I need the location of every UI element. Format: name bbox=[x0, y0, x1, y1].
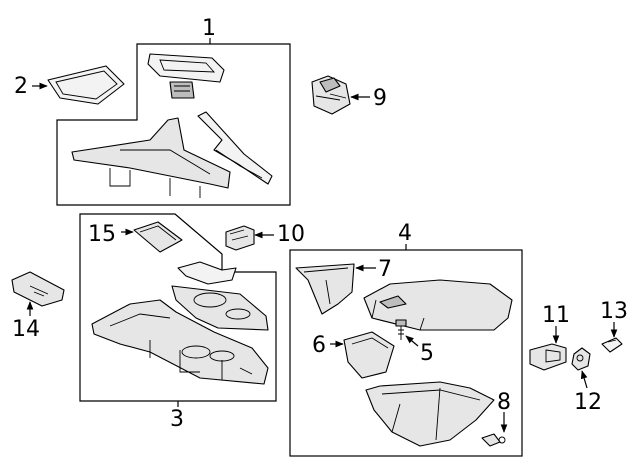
callout-7: 7 bbox=[378, 257, 392, 282]
part-3-cupholder-insert bbox=[171, 285, 269, 331]
callout-11: 11 bbox=[542, 303, 570, 328]
part-5-screw bbox=[395, 319, 407, 340]
callout-1: 1 bbox=[202, 16, 216, 41]
callout-15: 15 bbox=[88, 222, 116, 247]
part-2-display-lens bbox=[47, 65, 125, 105]
part-8-clip bbox=[481, 433, 506, 447]
callout-13: 13 bbox=[600, 299, 628, 324]
callout-3: 3 bbox=[170, 407, 184, 432]
part-10-switch bbox=[225, 225, 255, 251]
callout-5-leader bbox=[405, 335, 419, 347]
part-7-hinge-bracket bbox=[295, 263, 355, 315]
group-box-1 bbox=[56, 43, 291, 206]
part-12-bulb-socket bbox=[571, 347, 591, 371]
part-1-small-switch bbox=[169, 81, 195, 99]
part-1-switch-bezel bbox=[147, 53, 225, 83]
callout-9: 9 bbox=[373, 86, 387, 111]
part-15-cover-plate bbox=[133, 221, 183, 253]
callout-14: 14 bbox=[12, 317, 40, 342]
callout-12-leader bbox=[580, 370, 588, 389]
part-14-module bbox=[11, 271, 65, 307]
part-9-switch-assembly bbox=[311, 75, 351, 115]
part-4-armrest-lid bbox=[363, 279, 513, 331]
callout-5: 5 bbox=[420, 341, 434, 366]
part-13-bulb bbox=[601, 337, 623, 353]
part-1-side-trim-strip bbox=[197, 111, 273, 185]
part-3-lower-console-base bbox=[91, 299, 269, 385]
callout-6: 6 bbox=[312, 333, 326, 358]
part-1-shifter-trim bbox=[71, 117, 231, 198]
part-3-gasket bbox=[177, 261, 237, 285]
callout-8: 8 bbox=[497, 390, 511, 415]
callout-12: 12 bbox=[574, 390, 602, 415]
callout-2: 2 bbox=[14, 74, 28, 99]
callout-10: 10 bbox=[277, 222, 305, 247]
group-box-3 bbox=[79, 213, 277, 402]
part-4-storage-bin bbox=[365, 381, 495, 447]
callout-4: 4 bbox=[398, 221, 412, 246]
part-11-connector bbox=[529, 343, 567, 371]
part-6-pad bbox=[343, 331, 395, 379]
